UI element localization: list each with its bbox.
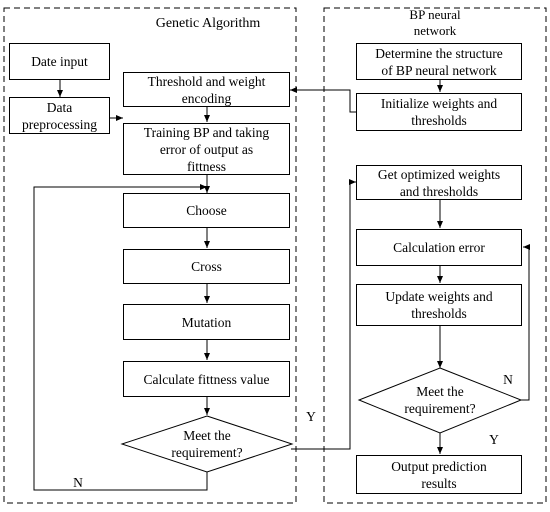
date-input-box: Date input xyxy=(9,43,110,80)
cross-label: Cross xyxy=(191,259,222,274)
training-bp-box: Training BP and taking error of output a… xyxy=(123,123,290,175)
arrow-ga-no-loop xyxy=(33,184,208,491)
ga-decision-diamond xyxy=(120,415,294,473)
determine-structure-box: Determine the structure of BP neural net… xyxy=(356,43,522,80)
bp-decision-diamond xyxy=(357,367,523,434)
bp-network-title-line2: network xyxy=(413,23,457,38)
calculate-fitness-box: Calculate fittness value xyxy=(123,361,290,397)
calculate-fitness-label: Calculate fittness value xyxy=(143,371,270,387)
calculation-error-label: Calculation error xyxy=(393,240,485,255)
data-preprocessing-line1: Data xyxy=(46,99,73,115)
calculation-error-box: Calculation error xyxy=(356,229,522,266)
cross-box: Cross xyxy=(123,249,290,284)
training-line3: fittness xyxy=(187,158,226,174)
optimized-line1: Get optimized weights xyxy=(377,166,501,182)
encoding-line2: encoding xyxy=(181,90,232,106)
output-line1: Output prediction xyxy=(391,458,487,474)
genetic-algorithm-title: Genetic Algorithm xyxy=(155,16,261,31)
structure-line2: of BP neural network xyxy=(381,62,497,78)
data-preprocessing-box: Data preprocessing xyxy=(9,97,110,134)
bp-network-title: BP neural network xyxy=(380,7,490,39)
data-preprocessing-line2: preprocessing xyxy=(22,116,97,132)
threshold-weight-encoding-box: Threshold and weight encoding xyxy=(123,72,290,107)
optimized-line2: and thresholds xyxy=(399,183,479,199)
bp-decision-label: Meet the requirement? xyxy=(385,382,495,418)
choose-box: Choose xyxy=(123,193,290,228)
choose-label: Choose xyxy=(186,203,227,218)
output-line2: results xyxy=(421,475,457,491)
arrow-bp-no-loop xyxy=(521,244,530,401)
ga-decision-label: Meet the requirement? xyxy=(152,426,262,462)
init-line2: thresholds xyxy=(411,113,467,128)
bp-decision-line2: requirement? xyxy=(404,401,476,416)
date-input-label: Date input xyxy=(31,54,88,69)
update-line2: thresholds xyxy=(411,306,467,321)
arrow-ga-yes-to-bp xyxy=(291,179,356,450)
arrow-bp-init-to-encoding xyxy=(290,87,356,113)
bp-network-panel xyxy=(323,7,547,504)
structure-line1: Determine the structure xyxy=(375,45,503,61)
initialize-weights-box: Initialize weights and thresholds xyxy=(356,93,522,131)
ga-decision-line1: Meet the xyxy=(183,428,231,443)
optimized-weights-box: Get optimized weights and thresholds xyxy=(356,165,522,200)
ga-yes-label: Y xyxy=(306,409,316,424)
ga-no-label: N xyxy=(73,475,83,490)
mutation-label: Mutation xyxy=(181,314,232,330)
bp-yes-label: Y xyxy=(489,432,499,447)
bp-decision-line1: Meet the xyxy=(416,384,464,399)
update-line1: Update weights and xyxy=(385,289,493,304)
update-weights-box: Update weights and thresholds xyxy=(356,284,522,326)
bp-network-title-line1: BP neural xyxy=(409,7,461,22)
init-line1: Initialize weights and xyxy=(380,96,498,111)
training-line1: Training BP and taking xyxy=(143,124,270,140)
training-line2: error of output as xyxy=(159,141,254,157)
encoding-line1: Threshold and weight xyxy=(147,73,266,89)
output-prediction-box: Output prediction results xyxy=(356,455,522,494)
genetic-algorithm-panel xyxy=(3,7,297,504)
mutation-box: Mutation xyxy=(123,304,290,340)
bp-no-label: N xyxy=(503,372,513,387)
ga-decision-line2: requirement? xyxy=(171,445,243,460)
